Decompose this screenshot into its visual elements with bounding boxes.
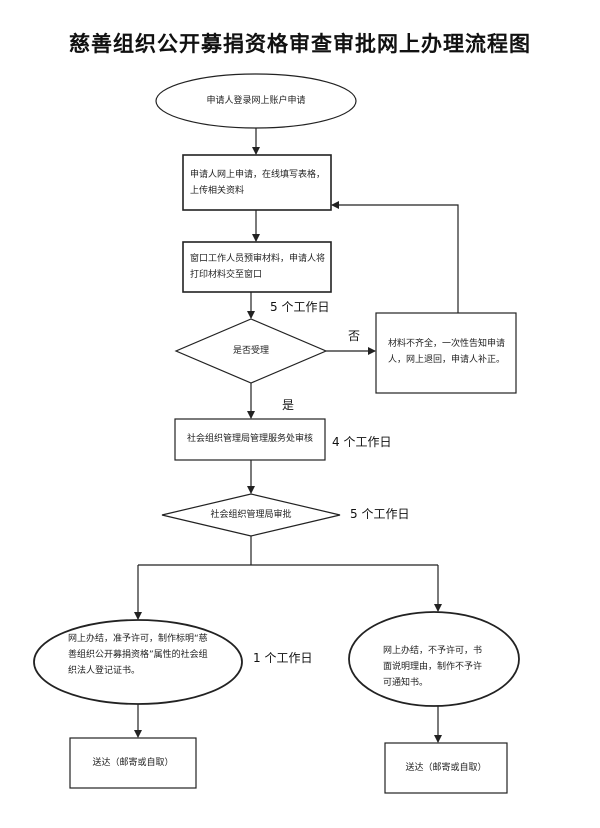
deliver-right-box — [384, 742, 508, 794]
window-box — [182, 241, 332, 293]
page-title: 慈善组织公开募捐资格审查审批网上办理流程图 — [69, 31, 531, 56]
decision-accept-text: 是否受理 — [232, 346, 269, 356]
arrow-return — [331, 201, 459, 313]
deliver-left-text: 送达（邮寄或自取） — [92, 758, 174, 768]
approved-text: 网上办结，准予许可，制作标明“慈善组织公开募捐资格”属性的社会组织法人登记证书。 — [68, 634, 208, 676]
review-box — [174, 418, 326, 461]
days-accept-label: 5 个工作日 — [270, 300, 330, 314]
incomplete-box — [375, 312, 517, 394]
rejected-text: 网上办结，不予许可，书面说明理由，制作不予许可通知书。 — [383, 646, 483, 688]
incomplete-text: 材料不齐全，一次性告知申请人，网上退回，申请人补正。 — [388, 339, 506, 365]
yes-label: 是 — [282, 398, 295, 412]
deliver-right-text: 送达（邮寄或自取） — [405, 763, 487, 773]
days-review-label: 4 个工作日 — [332, 435, 392, 449]
start-text: 申请人登录网上账户申请 — [206, 96, 306, 106]
window-text: 窗口工作人员预审材料，申请人将打印材料交至窗口 — [190, 254, 326, 280]
deliver-left-box — [69, 737, 197, 789]
apply-box — [182, 154, 332, 211]
rejected-ellipse — [348, 611, 520, 707]
apply-text: 申请人网上申请，在线填写表格，上传相关资料 — [190, 170, 326, 196]
days-approve-label: 5 个工作日 — [350, 507, 410, 521]
days-issue-label: 1 个工作日 — [253, 651, 313, 665]
review-text: 社会组织管理局管理服务处审核 — [186, 434, 313, 444]
no-label: 否 — [348, 329, 361, 343]
decision-approve-text: 社会组织管理局审批 — [210, 510, 292, 520]
